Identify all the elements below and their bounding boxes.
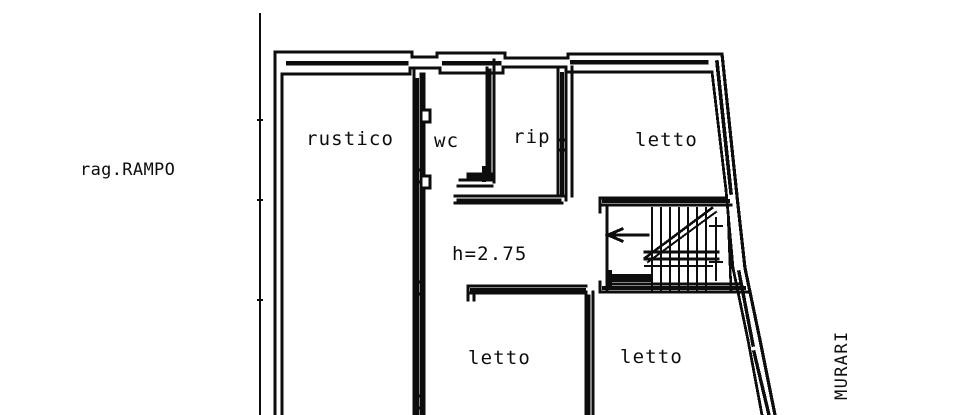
room-outline-wc <box>422 58 496 415</box>
room-outline-rustico <box>412 66 423 415</box>
exterior-wall-right-angled <box>710 52 777 415</box>
door-jambs-corridor <box>412 168 423 410</box>
room-label-letto-bottom-right: letto <box>620 346 683 368</box>
room-label-rustico: rustico <box>306 128 395 150</box>
ceiling-height-annotation: h=2.75 <box>452 243 528 265</box>
street-label-murari: MURARI <box>832 330 852 400</box>
room-label-rip: rip <box>513 126 551 148</box>
room-label-wc: wc <box>434 130 460 152</box>
wc-fixture-icon <box>466 166 496 182</box>
wall-stair-landing-lower <box>598 270 750 294</box>
wall-lower-left-bedroom-top <box>466 284 588 302</box>
stair-direction-arrow-icon <box>604 227 650 243</box>
room-outline-rip <box>453 65 568 205</box>
exterior-wall-left <box>273 50 284 415</box>
room-label-letto-bottom-left: letto <box>468 347 531 369</box>
wall-between-lower-bedrooms <box>584 290 595 415</box>
room-label-letto-top-right: letto <box>635 129 698 151</box>
staircase <box>605 206 733 292</box>
boundary-ticks <box>257 119 263 301</box>
exterior-wall-top <box>273 50 724 76</box>
owner-label-left: rag.RAMPO <box>80 160 176 180</box>
